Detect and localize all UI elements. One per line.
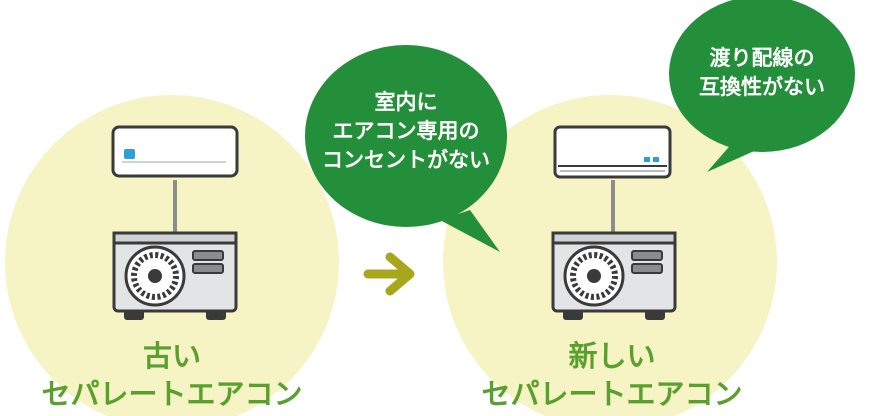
arrow-right-icon bbox=[363, 252, 415, 296]
bubble-right-line-2: 互換性がない bbox=[699, 75, 825, 99]
new-aircon-label: 新しい セパレートエアコン bbox=[452, 337, 772, 413]
speech-bubble-right bbox=[669, 0, 855, 172]
old-indoor-unit-icon bbox=[111, 125, 239, 178]
speech-bubble-left bbox=[305, 45, 507, 252]
bubble-right-text: 渡り配線の 互換性がない bbox=[672, 44, 852, 102]
new-outdoor-unit-icon bbox=[551, 231, 677, 320]
old-outdoor-unit-icon bbox=[112, 231, 238, 320]
old-aircon-label: 古い セパレートエアコン bbox=[12, 337, 332, 413]
old-aircon-label-line-2: セパレートエアコン bbox=[41, 377, 303, 411]
new-aircon-label-line-1: 新しい bbox=[568, 339, 656, 373]
bubble-left-line-1: 室内に bbox=[374, 90, 438, 114]
bubble-left-line-3: コンセントがない bbox=[322, 148, 490, 172]
bubble-left-text: 室内に エアコン専用の コンセントがない bbox=[311, 88, 501, 175]
bubble-right-line-1: 渡り配線の bbox=[709, 46, 815, 70]
new-aircon-label-line-2: セパレートエアコン bbox=[481, 377, 743, 411]
new-indoor-unit-icon bbox=[553, 125, 672, 179]
bubble-left-line-2: エアコン専用の bbox=[332, 119, 480, 143]
old-aircon-label-line-1: 古い bbox=[142, 339, 201, 373]
